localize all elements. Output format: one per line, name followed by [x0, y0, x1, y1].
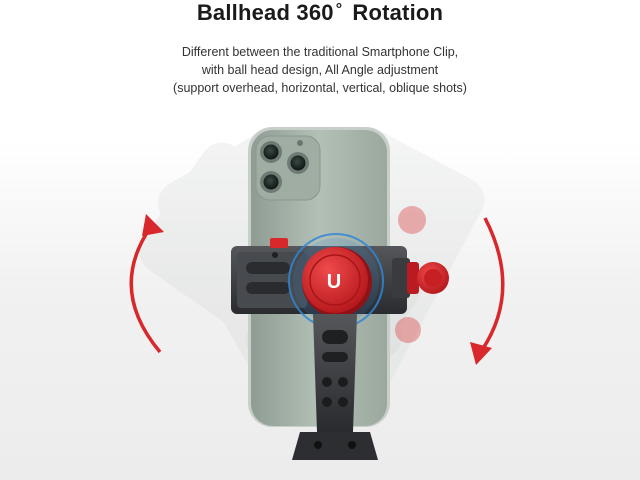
subtitle-line-3: (support overhead, horizontal, vertical,… — [173, 81, 467, 95]
subtitle-line-1: Different between the traditional Smartp… — [181, 45, 459, 59]
title-suffix: Rotation — [352, 0, 444, 25]
ghost-knob-right — [395, 206, 426, 343]
brand-logo: U — [327, 271, 341, 293]
side-knob — [407, 262, 449, 294]
degree-symbol: ° — [335, 1, 343, 18]
ballhead-knob — [288, 233, 384, 329]
page-title: Ballhead 360° Rotation — [0, 0, 640, 26]
title-text: Ballhead 360 — [196, 0, 334, 25]
subtitle-line-2: with ball head design, All Angle adjustm… — [201, 63, 439, 77]
rotate-left-arrowhead-icon — [142, 214, 164, 236]
rotate-right-arrow-icon — [480, 217, 505, 351]
mount-stand — [292, 314, 378, 460]
rotate-right-arrowhead-icon — [470, 342, 492, 365]
rotate-left-arrow-icon — [129, 227, 162, 354]
